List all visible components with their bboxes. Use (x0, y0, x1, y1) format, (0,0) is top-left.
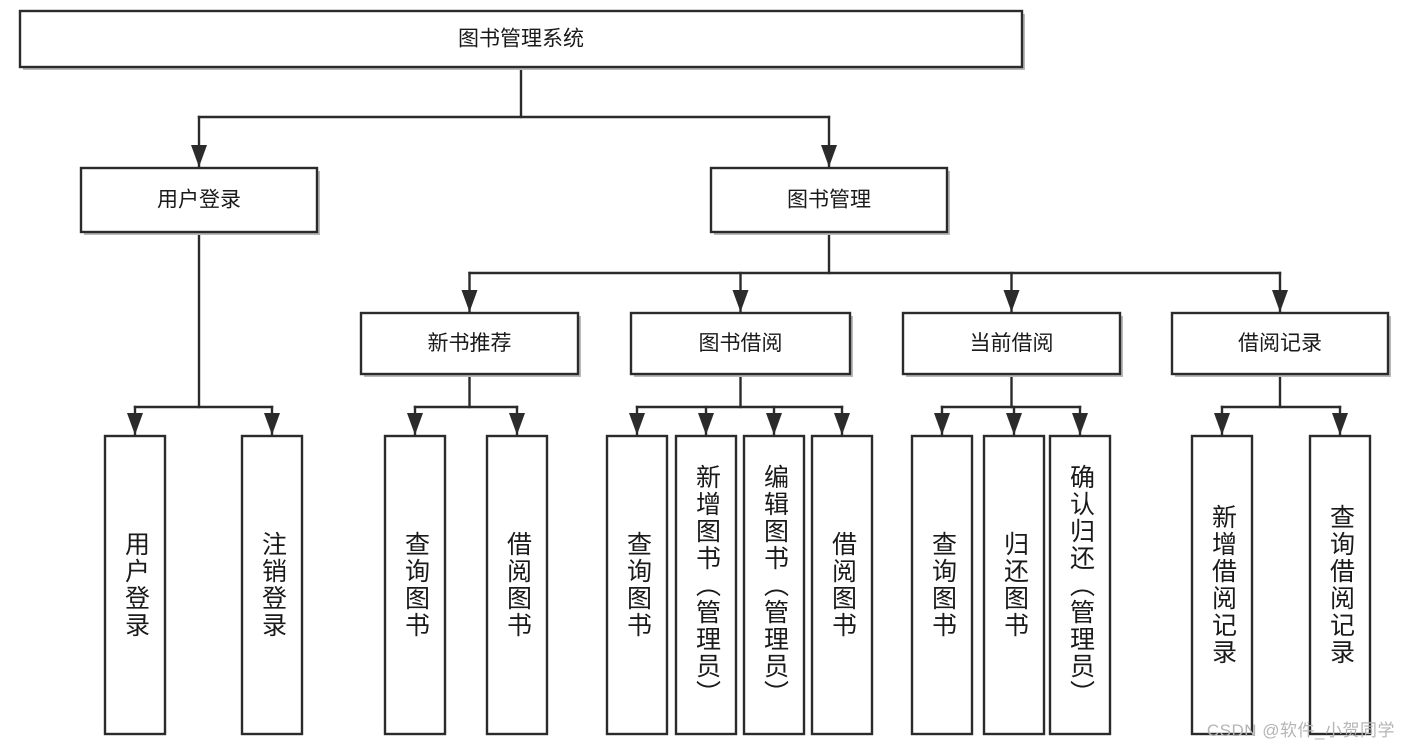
node-root[interactable] (18, 9, 1024, 69)
node-leaf-borrow-book-bor[interactable] (810, 434, 874, 736)
node-book-manage[interactable] (709, 166, 949, 234)
connector-lines (127, 65, 1348, 437)
node-book-borrow-label: 图书借阅 (699, 332, 783, 355)
node-root-label: 图书管理系统 (458, 28, 584, 51)
watermark: CSDN @软件_小贺同学 (1206, 721, 1395, 740)
node-leaf-edit-book[interactable] (742, 434, 806, 736)
node-leaf-add-book[interactable] (674, 434, 738, 736)
node-boxes (18, 9, 1391, 736)
arrow-head-icon-user-login (191, 145, 207, 167)
arrow-head-icon-new-book-recommend (461, 290, 478, 312)
node-book-manage-label: 图书管理 (787, 189, 871, 212)
node-leaf-query-book-rec[interactable] (383, 434, 447, 736)
node-user-login[interactable] (79, 166, 319, 234)
arrow-head-icon-leaf-return-book (1006, 413, 1022, 435)
arrow-head-icon-leaf-user-login (127, 413, 143, 435)
arrow-head-icon-leaf-edit-book (766, 413, 782, 435)
node-current-borrow[interactable] (901, 311, 1122, 376)
arrow-head-icon-leaf-query-book-bor (629, 413, 645, 435)
node-leaf-user-logout[interactable] (240, 434, 304, 736)
arrow-head-icon-book-manage (821, 145, 837, 167)
arrow-head-icon-leaf-add-borrow-record (1214, 413, 1230, 435)
arrow-head-icon-leaf-query-book-rec (407, 413, 423, 435)
node-borrow-record[interactable] (1170, 311, 1390, 376)
arrow-head-icon-leaf-query-book-cur (934, 413, 950, 435)
node-leaf-add-borrow-record[interactable] (1190, 434, 1254, 736)
node-leaf-query-book-bor[interactable] (605, 434, 669, 736)
arrow-head-icon-current-borrow (1003, 290, 1020, 312)
node-leaf-borrow-book-rec[interactable] (485, 434, 549, 736)
arrow-head-icon-leaf-confirm-return (1072, 413, 1088, 435)
node-new-book-recommend[interactable] (359, 311, 580, 376)
arrow-head-icon-borrow-record (1272, 290, 1288, 312)
arrow-head-icon-leaf-query-borrow-record (1332, 413, 1348, 435)
node-borrow-record-label: 借阅记录 (1238, 332, 1322, 355)
arrow-head-icon-leaf-borrow-book-rec (509, 413, 525, 435)
node-leaf-query-book-cur[interactable] (910, 434, 974, 736)
node-book-borrow[interactable] (629, 311, 852, 376)
node-current-borrow-label: 当前借阅 (970, 332, 1054, 355)
node-leaf-confirm-return[interactable] (1048, 434, 1112, 736)
node-leaf-return-book[interactable] (982, 434, 1046, 736)
arrow-head-icon-leaf-borrow-book-bor (834, 413, 850, 435)
arrow-head-icon-book-borrow (732, 290, 749, 312)
node-new-book-recommend-label: 新书推荐 (428, 332, 512, 355)
arrow-head-icon-leaf-add-book (698, 413, 714, 435)
node-user-login-label: 用户登录 (157, 189, 241, 212)
arrow-head-icon-leaf-user-logout (264, 413, 280, 435)
node-leaf-user-login[interactable] (103, 434, 167, 736)
node-leaf-query-borrow-record[interactable] (1308, 434, 1372, 736)
